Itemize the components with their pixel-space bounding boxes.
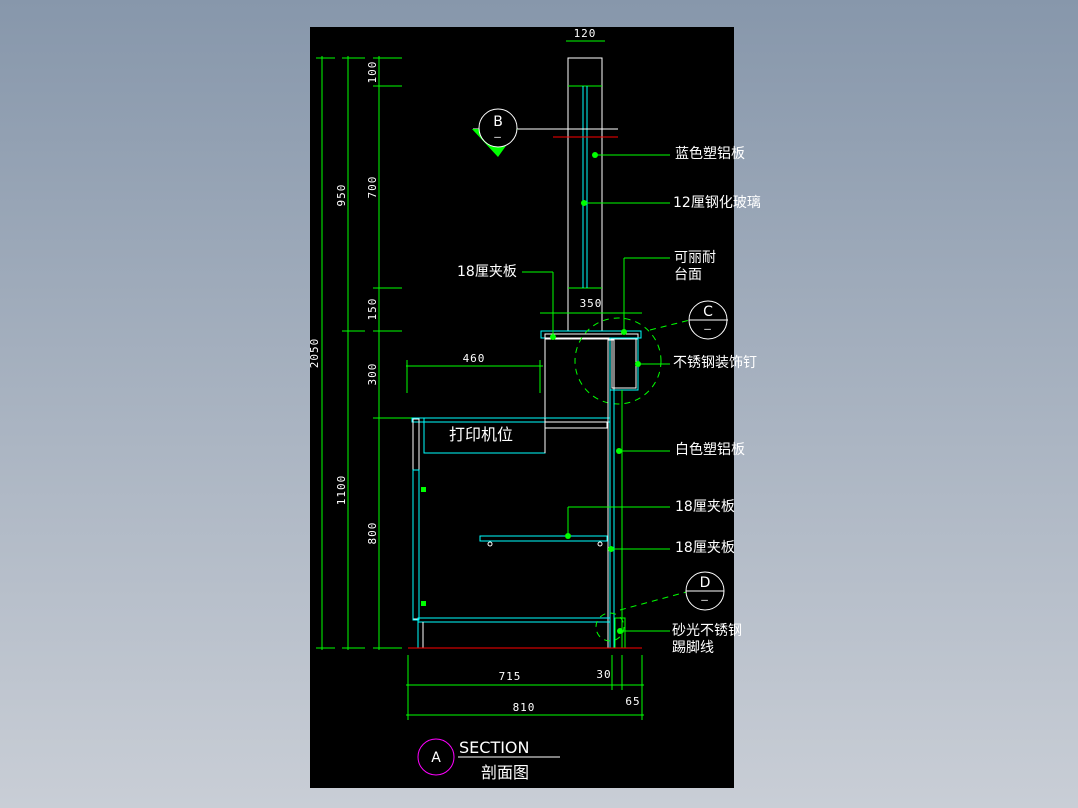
section-title: A SECTION 剖面图 — [417, 738, 560, 782]
label-stainless-nail: 不锈钢装饰钉 — [673, 355, 757, 371]
leaders — [522, 152, 670, 634]
label-plywood-top: 18厘夹板 — [457, 264, 517, 280]
dim-300: 300 — [366, 363, 379, 386]
svg-text:D: D — [700, 575, 711, 591]
label-plywood-1: 18厘夹板 — [675, 499, 735, 515]
title-mark: A — [431, 750, 441, 766]
title-section: SECTION — [459, 738, 530, 757]
section-marker-d: D — — [619, 571, 725, 611]
label-corian-1: 可丽耐 — [674, 250, 716, 266]
dim-1100: 1100 — [335, 475, 348, 506]
section-marker-b: B — — [472, 108, 518, 157]
svg-text:—: — — [704, 322, 712, 335]
svg-text:C: C — [703, 304, 713, 320]
drawing-canvas — [310, 27, 734, 788]
detail-circle-c — [574, 317, 662, 405]
printer-label: 打印机位 — [449, 425, 513, 444]
dim-2050: 2050 — [308, 338, 321, 369]
dim-30: 30 — [596, 668, 611, 681]
section-marker-c: C — — [649, 300, 728, 340]
svg-text:—: — — [701, 593, 709, 606]
label-glass: 12厘钢化玻璃 — [673, 194, 761, 211]
dim-460: 460 — [463, 352, 486, 365]
vertical-dimensions: 2050 950 1100 100 700 150 300 800 — [308, 56, 402, 650]
detail-circle-d — [595, 612, 625, 642]
dim-120: 120 — [574, 27, 597, 40]
dim-150: 150 — [366, 298, 379, 321]
label-corian-2: 台面 — [674, 267, 702, 283]
lower-cabinet — [408, 339, 642, 649]
label-blue-panel: 蓝色塑铝板 — [675, 145, 745, 162]
dim-810: 810 — [513, 701, 536, 714]
label-white-panel: 白色塑铝板 — [675, 441, 745, 458]
svg-text:—: — — [494, 130, 502, 143]
title-cn: 剖面图 — [481, 763, 529, 782]
dim-65: 65 — [625, 695, 640, 708]
horizontal-dimensions: 715 30 65 810 — [406, 655, 644, 720]
dim-100: 100 — [366, 61, 379, 84]
label-skirting-1: 砂光不锈钢 — [672, 623, 742, 639]
dim-800: 800 — [366, 522, 379, 545]
dim-700: 700 — [366, 176, 379, 199]
label-skirting-2: 踢脚线 — [672, 640, 714, 656]
label-plywood-2: 18厘夹板 — [675, 540, 735, 556]
svg-text:B: B — [493, 114, 503, 130]
dim-950: 950 — [335, 184, 348, 207]
dim-350: 350 — [580, 297, 603, 310]
dim-715: 715 — [499, 670, 522, 683]
